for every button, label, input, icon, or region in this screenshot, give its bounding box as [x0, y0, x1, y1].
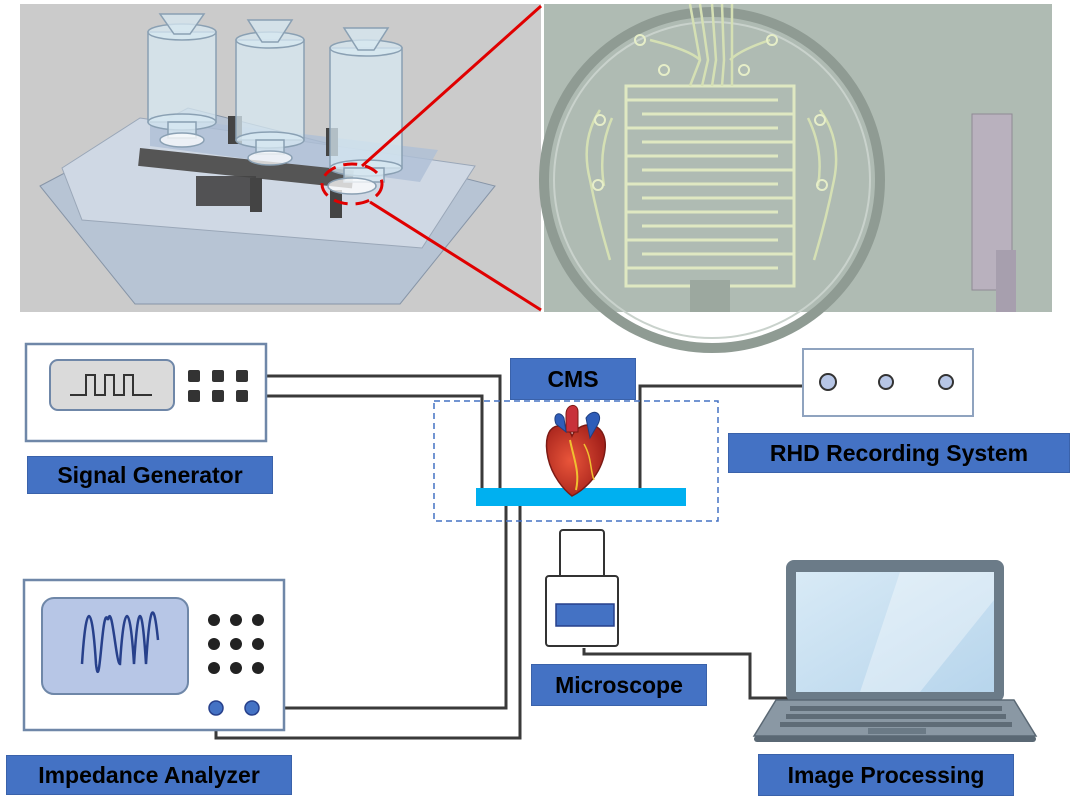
pulse-train-icon [70, 374, 152, 396]
microscope-label: Microscope [531, 664, 707, 706]
signal-generator-device [24, 342, 268, 443]
impedance-analyzer-device [22, 578, 286, 732]
callout-line-top [361, 4, 542, 168]
rhd-recording-system-label: RHD Recording System [728, 433, 1070, 473]
cms-chamber [433, 400, 719, 522]
callout-circle [320, 162, 384, 206]
culture-well-1 [147, 13, 217, 148]
rhd-device [802, 348, 974, 417]
signal-wires [214, 374, 826, 740]
substrate-bar [476, 488, 686, 506]
sine-wave-icon [80, 611, 160, 674]
electrode-micrograph [539, 3, 1052, 353]
cms-label: CMS [510, 358, 636, 400]
culture-well-3 [327, 27, 403, 195]
callout-line-bottom [369, 200, 542, 312]
microscope-icon [545, 529, 619, 647]
culture-well-2 [235, 19, 305, 166]
chip-3d-render [20, 4, 541, 312]
laptop-icon [752, 560, 1038, 742]
image-processing-label: Image Processing [758, 754, 1014, 796]
impedance-analyzer-label: Impedance Analyzer [6, 755, 292, 795]
signal-generator-label: Signal Generator [27, 456, 273, 494]
heart-icon [545, 405, 607, 497]
